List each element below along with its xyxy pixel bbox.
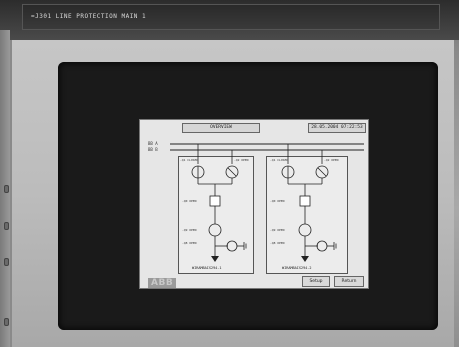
bay-name-2: WIRAMBAIS294-2 <box>282 266 312 270</box>
earth-switch-q8-icon <box>316 240 328 252</box>
return-button[interactable]: Return <box>334 276 364 287</box>
device-label-q8: -Q8 OPEN <box>182 241 197 245</box>
datetime-display: 28.05.2004 07:22:53 <box>308 123 366 133</box>
breaker-q0-icon <box>299 195 311 207</box>
device-label-q2: -Q2 OPEN <box>234 158 249 162</box>
device-label-q8: -Q8 OPEN <box>270 241 285 245</box>
nameplate-label: =J301 LINE PROTECTION MAIN 1 <box>22 4 440 30</box>
device-label-q9: -Q9 OPEN <box>182 228 197 232</box>
abb-logo: ABB <box>148 278 177 288</box>
feeder-arrow-icon <box>211 256 219 262</box>
tab-overview[interactable]: OVERVIEW <box>182 123 260 133</box>
bay-1-diagram <box>191 144 247 262</box>
device-label-q9: -Q9 OPEN <box>270 228 285 232</box>
screw-icon <box>4 222 9 230</box>
feeder-arrow-icon <box>301 256 309 262</box>
top-strip: =J301 LINE PROTECTION MAIN 1 <box>0 0 459 40</box>
busbar-b-label: BB B <box>148 147 158 152</box>
bay-name-1: WIRAMBAIS294-1 <box>192 266 222 270</box>
bay-panel-1 <box>178 156 254 274</box>
device-label-q0: -Q0 OPEN <box>270 199 285 203</box>
screw-icon <box>4 258 9 266</box>
hmi-screen: OVERVIEW 28.05.2004 07:22:53 <box>139 119 369 289</box>
device-label-q1: -Q1 CLOSED <box>270 158 289 162</box>
single-line-diagram <box>170 143 364 262</box>
device-label-q1: -Q1 CLOSED <box>180 158 199 162</box>
bay-2-diagram <box>281 144 337 262</box>
busbar-a-label: BB A <box>148 141 158 146</box>
setup-button[interactable]: Setup <box>302 276 330 287</box>
device-label-q2: -Q2 OPEN <box>324 158 339 162</box>
disconnector-q9-icon <box>298 223 312 237</box>
device-label-q0: -Q0 OPEN <box>182 199 197 203</box>
screw-icon <box>4 185 9 193</box>
breaker-q0-icon <box>209 195 221 207</box>
earth-switch-q8-icon <box>226 240 238 252</box>
bay-panel-2 <box>266 156 348 274</box>
disconnector-q9-icon <box>208 223 222 237</box>
screw-icon <box>4 318 9 326</box>
